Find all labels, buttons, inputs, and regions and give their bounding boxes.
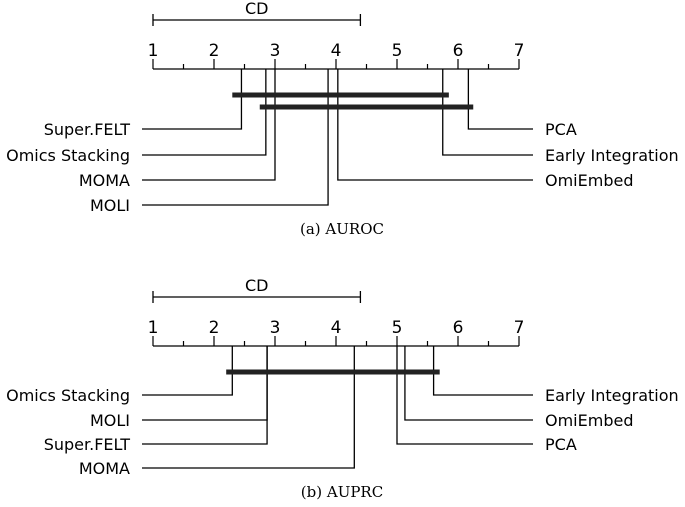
method-connector bbox=[142, 346, 233, 396]
method-connector bbox=[142, 346, 268, 421]
method-connector bbox=[142, 346, 268, 445]
tick-label: 6 bbox=[453, 318, 464, 338]
method-label: MOLI bbox=[90, 196, 130, 215]
method-label: Super.FELT bbox=[44, 435, 131, 454]
method-connector bbox=[142, 69, 243, 130]
tick-label: 4 bbox=[331, 41, 342, 61]
tick-label: 5 bbox=[392, 318, 403, 338]
tick-label: 3 bbox=[270, 318, 281, 338]
method-label: Early Integration bbox=[545, 386, 679, 405]
method-label: MOMA bbox=[79, 459, 130, 478]
cd-label: CD bbox=[245, 276, 269, 295]
method-connector bbox=[442, 69, 533, 156]
method-label: MOLI bbox=[90, 411, 130, 430]
method-connector bbox=[432, 346, 533, 396]
method-connector bbox=[396, 346, 533, 445]
tick-label: 6 bbox=[453, 41, 464, 61]
tick-label: 7 bbox=[514, 41, 525, 61]
method-label: OmiEmbed bbox=[545, 171, 633, 190]
method-connector bbox=[337, 69, 533, 181]
method-label: MOMA bbox=[79, 171, 130, 190]
tick-label: 1 bbox=[148, 41, 159, 61]
method-label: Omics Stacking bbox=[6, 146, 130, 165]
tick-label: 4 bbox=[331, 318, 342, 338]
method-label: Omics Stacking bbox=[6, 386, 130, 405]
method-connector bbox=[467, 69, 533, 130]
method-label: PCA bbox=[545, 120, 577, 139]
method-connector bbox=[404, 346, 533, 421]
method-connector bbox=[142, 69, 276, 181]
tick-label: 2 bbox=[209, 318, 220, 338]
tick-label: 7 bbox=[514, 318, 525, 338]
tick-label: 3 bbox=[270, 41, 281, 61]
method-connector bbox=[142, 69, 329, 206]
tick-label: 5 bbox=[392, 41, 403, 61]
method-label: Early Integration bbox=[545, 146, 679, 165]
figure-caption: (a) AUROC bbox=[300, 220, 384, 238]
method-connector bbox=[142, 69, 267, 156]
tick-label: 1 bbox=[148, 318, 159, 338]
figure-caption: (b) AUPRC bbox=[301, 483, 383, 501]
cd-label: CD bbox=[245, 0, 269, 18]
method-label: Super.FELT bbox=[44, 120, 131, 139]
method-connector bbox=[142, 346, 355, 469]
method-label: OmiEmbed bbox=[545, 411, 633, 430]
method-label: PCA bbox=[545, 435, 577, 454]
tick-label: 2 bbox=[209, 41, 220, 61]
